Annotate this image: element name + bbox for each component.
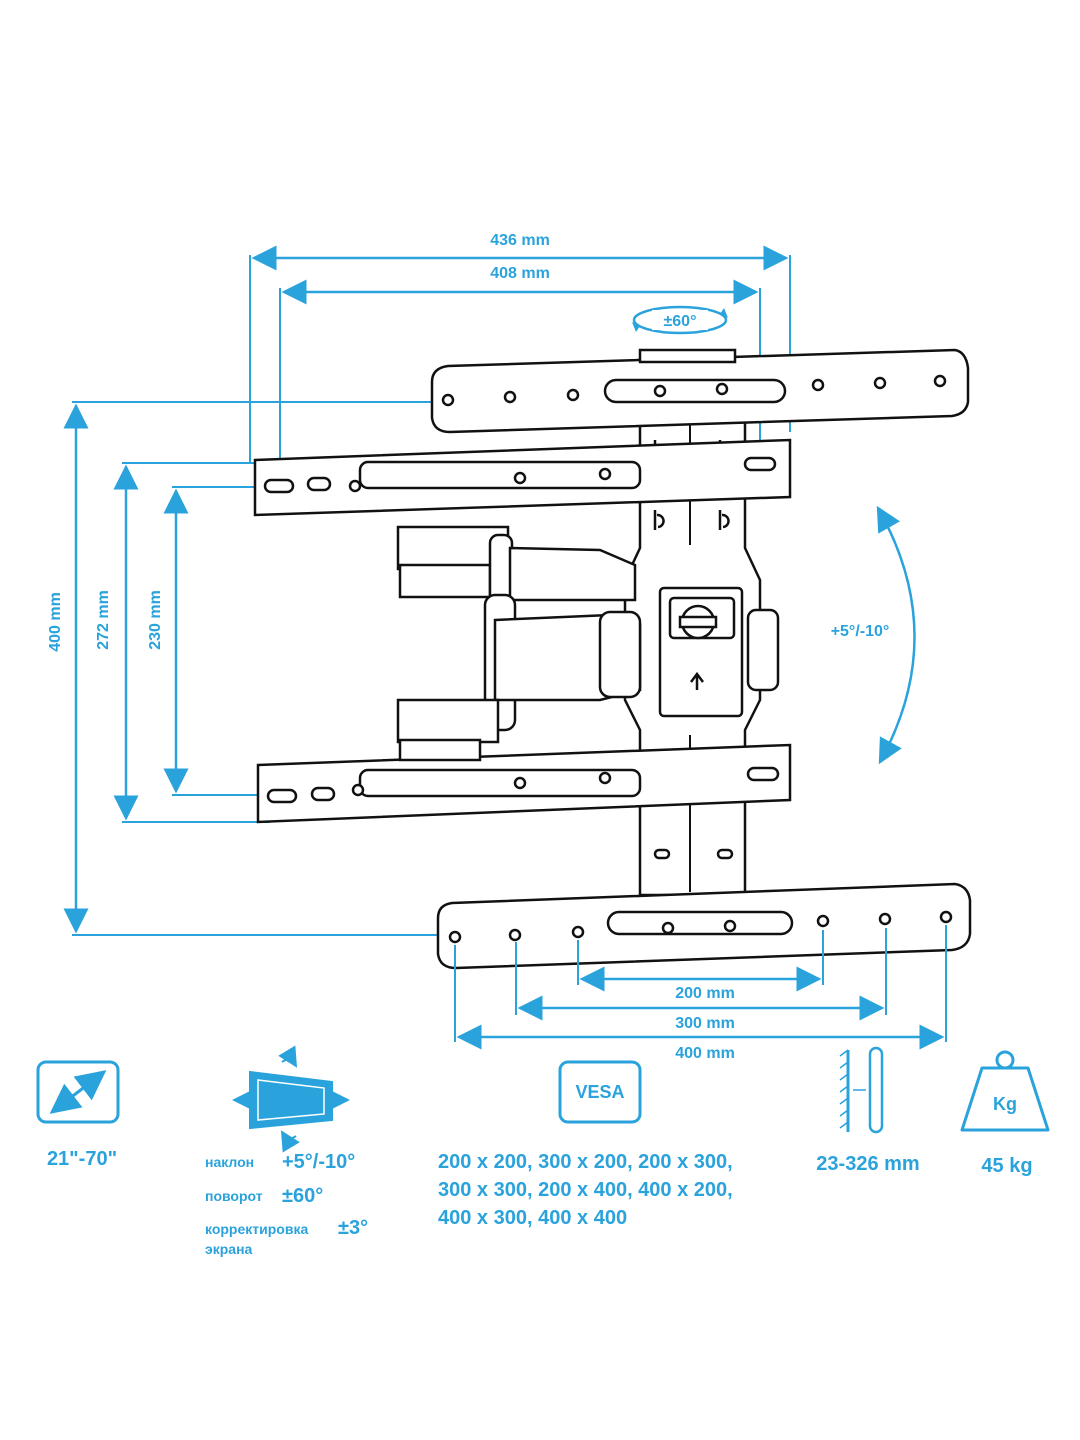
tilt-screen-icon [232,1045,350,1153]
dim-400-bottom-label: 400 mm [675,1045,735,1062]
dim-408-label: 408 mm [490,265,550,282]
swivel-label: ±60° [664,313,697,330]
dim-436: 436 mm [249,232,791,462]
level-spec-label-2: экрана [205,1241,253,1257]
tilt-indicator: +5°/-10° [831,505,916,765]
dim-200-label: 200 mm [675,985,735,1002]
vesa-list-line-3: 400 x 300, 400 x 400 [438,1207,627,1229]
dim-436-label: 436 mm [490,232,550,249]
tilt-label: +5°/-10° [831,623,890,640]
level-spec-label-1: корректировка [205,1221,308,1237]
vesa-list-line-1: 200 x 200, 300 x 200, 200 x 300, [438,1151,733,1173]
dim-230: 230 mm [147,486,320,796]
vesa-list-line-2: 300 x 300, 200 x 400, 400 x 200, [438,1179,733,1201]
dim-230-label: 230 mm [147,590,164,650]
weight-value: 45 kg [981,1155,1032,1177]
wall-mount-drawing [253,348,972,970]
swivel-spec-label: поворот [205,1188,263,1204]
weight-icon: Kg [960,1050,1050,1132]
dim-300-label: 300 mm [675,1015,735,1032]
tilt-spec-label: наклон [205,1154,254,1170]
screen-size-value: 21"-70" [47,1148,117,1170]
swivel-indicator: ±60° [632,305,728,335]
dim-400-bottom: 400 mm [454,925,947,1062]
dim-272: 272 mm [95,462,270,823]
diagonal-size-icon [36,1060,120,1124]
tilt-spec-value: +5°/-10° [282,1151,355,1173]
level-spec-value: ±3° [338,1217,368,1239]
dim-272-label: 272 mm [95,590,112,650]
wall-distance-value: 23-326 mm [816,1153,919,1175]
wall-distance-icon [839,1046,884,1134]
dim-400-vertical-label: 400 mm [47,592,64,652]
dim-400-vertical: 400 mm [47,401,445,936]
weight-badge-text: Kg [993,1094,1017,1114]
vesa-badge-text: VESA [575,1082,624,1102]
swivel-spec-value: ±60° [282,1185,323,1207]
vesa-icon: VESA [558,1060,642,1124]
